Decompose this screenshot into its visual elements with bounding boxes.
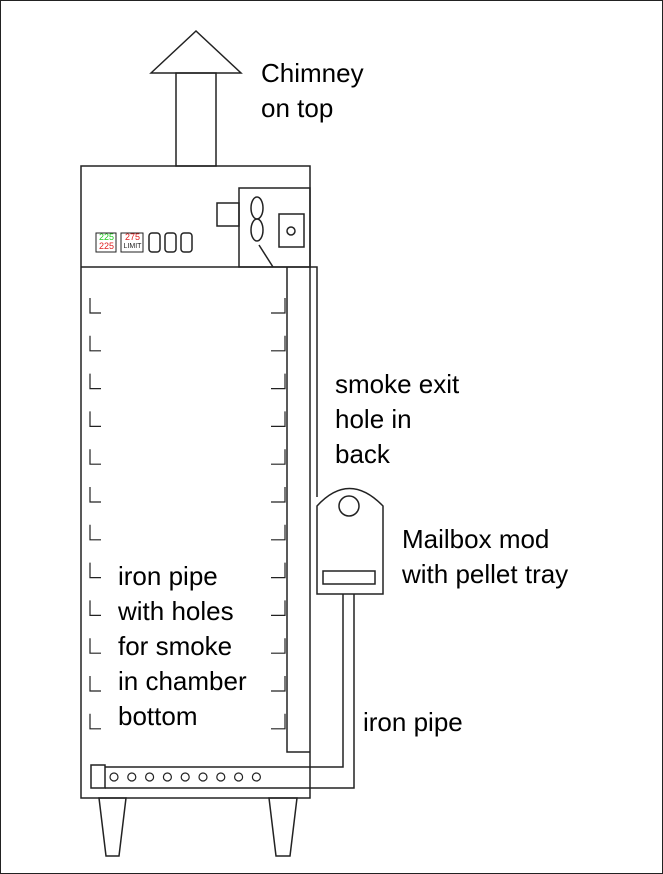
smoke-hole bbox=[109, 772, 119, 782]
control-knob-3 bbox=[180, 232, 193, 253]
mailbox-label: Mailbox mod with pellet tray bbox=[402, 522, 568, 592]
rack-supports bbox=[89, 298, 286, 730]
shelf-support-left bbox=[89, 524, 101, 541]
temp-display-1-text: 225 225 bbox=[96, 233, 117, 253]
shelf-support-left bbox=[89, 713, 101, 730]
pipe-holes-label-line-3: for smoke bbox=[118, 631, 233, 661]
smoker-cabinet bbox=[80, 165, 311, 799]
chimney-label-line-1: Chimney bbox=[261, 58, 364, 88]
smoke-exit-pipe bbox=[310, 266, 318, 497]
fan-housing bbox=[238, 187, 311, 268]
fan-blade-upper bbox=[250, 196, 264, 220]
shelf-support-right bbox=[271, 487, 286, 503]
fan-link bbox=[258, 244, 274, 268]
exhaust-fan-box bbox=[216, 187, 311, 268]
leg-right bbox=[268, 797, 298, 857]
shelf-support-right bbox=[271, 562, 286, 579]
shelf-support-right bbox=[271, 449, 286, 465]
chimney-label-line-2: on top bbox=[261, 93, 334, 123]
shelf-support-left bbox=[89, 562, 101, 579]
smoke-hole bbox=[127, 772, 137, 782]
display1-top-value: 225 bbox=[98, 232, 115, 242]
chimney bbox=[149, 29, 243, 167]
shelf-support-right bbox=[271, 638, 286, 654]
fan-motor bbox=[216, 202, 240, 227]
shelf-support-right bbox=[271, 373, 286, 390]
chimney-cap bbox=[149, 29, 243, 74]
smoke-hole bbox=[180, 772, 190, 782]
display2-bottom-value: LIMIT bbox=[123, 243, 142, 250]
shelf-support-right bbox=[271, 298, 286, 314]
iron-pipe-label: iron pipe bbox=[363, 705, 463, 740]
shelf-support-left bbox=[89, 411, 101, 427]
mailbox-label-line-2: with pellet tray bbox=[402, 559, 569, 589]
leg-left bbox=[98, 797, 127, 857]
shelf-support-left bbox=[89, 335, 101, 352]
control-knob-1 bbox=[148, 232, 161, 253]
smoke-hole bbox=[216, 772, 226, 782]
shelf-support-left bbox=[89, 638, 101, 654]
shelf-support-left bbox=[89, 676, 101, 692]
fan-blade-lower bbox=[250, 218, 264, 242]
smoke-exit-label-line-1: smoke exit bbox=[335, 369, 460, 399]
temp-display-1 bbox=[95, 232, 117, 253]
iron-pipe-inner bbox=[310, 594, 355, 789]
shelf-support-right bbox=[271, 600, 286, 617]
temp-display-2-text: 275 LIMIT bbox=[121, 233, 144, 253]
temp-display-2 bbox=[120, 232, 144, 253]
exhaust-port bbox=[278, 213, 305, 248]
shelf-support-right bbox=[271, 524, 286, 541]
pipe-holes-label-line-5: bottom bbox=[118, 701, 198, 731]
mailbox-body bbox=[316, 487, 384, 595]
smoke-hole bbox=[198, 772, 208, 782]
mailbox-label-line-1: Mailbox mod bbox=[402, 524, 550, 554]
control-knob-2 bbox=[164, 232, 177, 253]
iron-pipe-label-line-1: iron pipe bbox=[363, 707, 463, 737]
smoke-return-pipe-inner bbox=[286, 267, 310, 753]
pellet-tray bbox=[322, 570, 376, 585]
shelf-support-left bbox=[89, 449, 101, 465]
smoke-hole bbox=[145, 772, 155, 782]
pipe-holes-label-line-4: in chamber bbox=[118, 666, 247, 696]
shelf-support-left bbox=[89, 600, 101, 617]
iron-pipe-outer bbox=[310, 594, 344, 768]
shelf-support-right bbox=[271, 411, 286, 427]
shelf-support-left bbox=[89, 298, 101, 314]
chimney-pipe bbox=[175, 72, 217, 167]
smoke-hole bbox=[251, 772, 261, 782]
smoke-hole bbox=[234, 772, 244, 782]
pipe-end-cap bbox=[90, 764, 106, 789]
exhaust-hole bbox=[286, 226, 296, 236]
mailbox-mod bbox=[316, 487, 384, 595]
shelf-support-left bbox=[89, 373, 101, 390]
smoke-exit-label: smoke exit hole in back bbox=[335, 367, 459, 472]
display2-top-value: 275 bbox=[124, 232, 141, 242]
smoke-exit-label-line-2: hole in bbox=[335, 404, 412, 434]
smoke-exit-label-line-3: back bbox=[335, 439, 390, 469]
chimney-label: Chimney on top bbox=[261, 56, 364, 126]
pipe-holes-label-line-1: iron pipe bbox=[118, 561, 218, 591]
smoke-holes bbox=[109, 772, 261, 782]
shelf-support-right bbox=[271, 676, 286, 692]
mailbox-port bbox=[338, 495, 360, 517]
shelf-support-left bbox=[89, 487, 101, 503]
perforated-bottom-pipe bbox=[90, 764, 310, 789]
shelf-support-right bbox=[271, 713, 286, 730]
display1-bottom-value: 225 bbox=[98, 241, 115, 251]
pipe-holes-label-line-2: with holes bbox=[118, 596, 234, 626]
shelf-support-right bbox=[271, 335, 286, 352]
controller-panel bbox=[95, 232, 193, 253]
pipe-holes-label: iron pipe with holes for smoke in chambe… bbox=[118, 559, 247, 734]
smoke-hole bbox=[162, 772, 172, 782]
